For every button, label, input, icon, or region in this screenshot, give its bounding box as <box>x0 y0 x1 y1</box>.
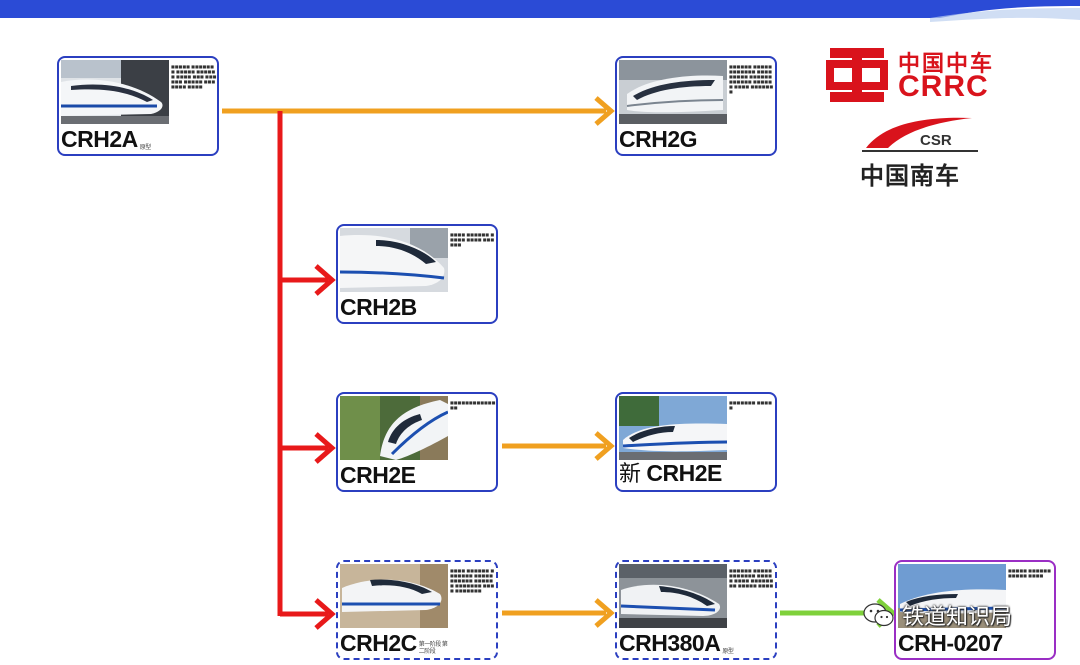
model-label-crh2e: CRH2E <box>340 462 416 488</box>
watermark-text: 铁道知识局 <box>902 605 1013 630</box>
node-crh2c: ■■■■ ■■■■■■ ■■■■■■■ ■■■■■ ■■■■■■ ■■■■■■ … <box>336 560 498 660</box>
node-crh2g: ■■■■■■ ■■■■■ ■■■■■■■ ■■■■ ■■■■■ ■■■■■■ ■… <box>615 56 777 156</box>
wechat-icon <box>863 603 894 627</box>
model-note: 原型 <box>139 145 152 151</box>
spec-notes: ■■■■■■ ■■■■■ ■■■■■■■ ■■■■ ■■■■■ ■■■■■■ ■… <box>729 64 774 94</box>
node-crh2a: ■■■■■ ■■■■■■■ ■■■■■ ■■■■■■ ■■■■ ■■■ ■■■■… <box>57 56 219 156</box>
crrc-english-name: CRRC <box>898 70 989 103</box>
model-label-crh2b: CRH2B <box>340 294 417 320</box>
train-photo-crh2e <box>340 396 448 460</box>
watermark: 铁道知识局 <box>862 598 1012 632</box>
spec-notes: ■■■■■■ ■■■■■ ■■■■■■■ ■■■■■ ■■■■ ■■■■■■■■… <box>729 568 774 588</box>
spec-notes: ■■■■■■■ ■■■■■ <box>729 400 772 410</box>
header-band <box>0 0 1080 22</box>
train-photo-crh380a <box>619 564 727 628</box>
train-photo-crh2b <box>340 228 448 292</box>
model-label-crh2g: CRH2G <box>619 126 698 152</box>
node-crh380a: ■■■■■■ ■■■■■ ■■■■■■■ ■■■■■ ■■■■ ■■■■■■■■… <box>615 560 777 660</box>
crrc-emblem-icon <box>826 48 888 102</box>
node-new-crh2e: ■■■■■■■ ■■■■■ 新 CRH2E <box>615 392 777 492</box>
model-note: 第一阶段 第二阶段 <box>418 642 448 655</box>
csr-logo: CSR 中国南车 <box>860 114 980 190</box>
node-crh2b: ■■■■ ■■■■■■ ■■■■■ ■■■■ ■■■■■■ CRH2B <box>336 224 498 324</box>
csr-divider <box>862 150 978 152</box>
crrc-chinese-name: 中国中车 <box>898 52 995 77</box>
train-photo-crh2g <box>619 60 727 124</box>
model-label-crh-0207: CRH-0207 <box>898 630 1003 656</box>
crrc-logo: 中国中车 CRRC <box>826 44 1006 106</box>
node-crh2e: ■■■■■■■■■■■■■■ CRH2E <box>336 392 498 492</box>
train-photo-crh2a <box>61 60 169 124</box>
node-crh-0207: ■■■■■ ■■■■■■ ■■■■■ ■■■■ CRH-0207 <box>894 560 1056 660</box>
train-photo-new-crh2e <box>619 396 727 460</box>
train-photo-crh2c <box>340 564 448 628</box>
csr-english-name: CSR <box>920 132 952 149</box>
spec-notes: ■■■■■■■■■■■■■■ <box>450 400 496 410</box>
model-note: 原型 <box>722 649 734 655</box>
train-photo-crh-0207 <box>898 564 1006 628</box>
spec-notes: ■■■■■ ■■■■■■ ■■■■■ ■■■■ <box>1008 568 1051 578</box>
spec-notes: ■■■■ ■■■■■■ ■■■■■ ■■■■ ■■■■■■ <box>450 232 495 247</box>
csr-swoosh-icon <box>866 117 972 148</box>
csr-chinese-name: 中国南车 <box>860 162 960 190</box>
model-label-new-crh2e: 新 CRH2E <box>619 460 722 487</box>
spec-notes: ■■■■ ■■■■■■ ■■■■■■■ ■■■■■ ■■■■■■ ■■■■■■ … <box>450 568 495 593</box>
spec-notes: ■■■■■ ■■■■■■■ ■■■■■ ■■■■■■ ■■■■ ■■■ ■■■■… <box>171 64 217 89</box>
